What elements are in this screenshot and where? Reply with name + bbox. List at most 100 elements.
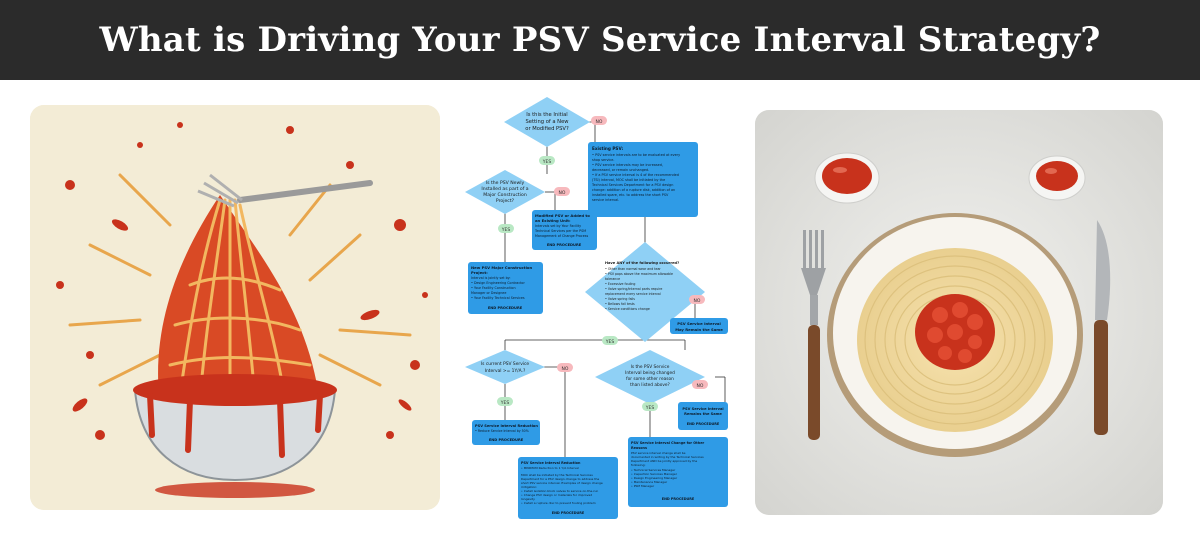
svg-text:• Maintenance Manager: • Maintenance Manager <box>631 480 668 484</box>
svg-text:PSV service interval change sh: PSV service interval change shall be <box>631 451 686 455</box>
tomato-sauce-mound <box>915 294 995 370</box>
title-banner: What is Driving Your PSV Service Interva… <box>0 0 1200 80</box>
svg-text:• Bellows fail tests: • Bellows fail tests <box>605 302 635 306</box>
svg-text:PSV Service Interval Reduction: PSV Service Interval Reduction <box>475 424 538 428</box>
svg-text:Project:: Project: <box>471 270 488 275</box>
psv-interval-flowchart: Is this the Initial Setting of a New or … <box>460 92 745 542</box>
new-psv-box: New PSV Major Construction Project: Inte… <box>468 262 543 314</box>
svg-text:change: addition of a rupture: change: addition of a rupture disk, addi… <box>592 188 675 192</box>
svg-text:Remains the Same: Remains the Same <box>684 412 722 416</box>
svg-text:(TSI) interval, MOC shall be i: (TSI) interval, MOC shall be initiated b… <box>592 178 665 182</box>
modified-psv-box: Modified PSV or Added to an Existing Uni… <box>532 210 597 250</box>
decision-have-any-occurred: Have ANY of the following occurred? • Ot… <box>585 242 705 342</box>
remains-same-box: PSV Service Interval Remains the Same EN… <box>678 402 728 430</box>
svg-text:for some other reason: for some other reason <box>626 376 674 382</box>
svg-text:MOC shall be initiated by the: MOC shall be initiated by the Technical … <box>521 473 593 477</box>
yes-pill: YES <box>539 156 555 165</box>
sauce-cup-right <box>1028 155 1086 201</box>
svg-text:• Design Engineering Manager: • Design Engineering Manager <box>631 476 678 480</box>
svg-text:END PROCEDURE: END PROCEDURE <box>488 306 523 310</box>
svg-text:• Your Facility Technical Serv: • Your Facility Technical Services <box>471 296 525 300</box>
svg-text:shop service.: shop service. <box>592 158 614 162</box>
fork-icon <box>801 230 826 440</box>
svg-text:END PROCEDURE: END PROCEDURE <box>489 438 524 442</box>
svg-text:Interval being changed: Interval being changed <box>625 370 675 376</box>
svg-text:tolerance: tolerance <box>605 277 620 281</box>
decision-text: Setting of a New <box>525 119 569 125</box>
no-pill: NO <box>557 363 573 372</box>
yes-pill: YES <box>602 336 618 345</box>
svg-text:Technical Services per the PSM: Technical Services per the PSM <box>534 229 586 233</box>
svg-text:• Excessive fouling: • Excessive fouling <box>605 282 635 286</box>
svg-text:PSV Service Interval: PSV Service Interval <box>682 407 723 411</box>
existing-psv-box: Existing PSV: • PSV service intervals ar… <box>588 142 698 217</box>
svg-text:• Install a rupture disc to pr: • Install a rupture disc to prevent foul… <box>521 501 596 505</box>
svg-text:• Design Engineering Contracto: • Design Engineering Contractor <box>471 281 525 285</box>
yes-pill: YES <box>642 402 658 411</box>
svg-text:than listed above?: than listed above? <box>630 382 670 388</box>
svg-text:an Existing Unit:: an Existing Unit: <box>535 218 571 223</box>
no-pill: NO <box>554 187 570 196</box>
svg-text:May Remain the Same: May Remain the Same <box>675 327 723 332</box>
sauce-cup-left <box>814 152 880 204</box>
svg-text:service interval.: service interval. <box>592 198 619 202</box>
svg-text:END PROCEDURE: END PROCEDURE <box>552 511 585 515</box>
svg-text:• Service conditions change: • Service conditions change <box>605 307 650 311</box>
fork-icon <box>197 173 373 208</box>
svg-text:Department for a PSV design ch: Department for a PSV design change to ad… <box>521 477 599 481</box>
svg-text:• MINIMUM Reduction to 1 Y/A I: • MINIMUM Reduction to 1 Y/A Interval <box>521 466 579 470</box>
svg-text:Management of Change Process: Management of Change Process <box>535 234 588 238</box>
plated-spaghetti-illustration <box>755 110 1163 515</box>
svg-text:• Inspection Services Manager: • Inspection Services Manager <box>631 472 678 476</box>
interval-reduction-box: PSV Service Interval Reduction • Reduce … <box>472 420 540 445</box>
svg-text:• PSM Manager: • PSM Manager <box>631 484 655 488</box>
no-pill: NO <box>692 380 708 389</box>
svg-text:PSV Service Interval Reduction: PSV Service Interval Reduction <box>521 461 581 465</box>
svg-text:NO: NO <box>697 383 704 389</box>
svg-text:Reasons: Reasons <box>631 446 647 450</box>
svg-text:• If a PSV service interval is: • If a PSV service interval is 4 of the … <box>592 173 679 177</box>
svg-text:YES: YES <box>645 405 655 411</box>
svg-text:PSV Service Interval Change fo: PSV Service Interval Change for Other <box>631 441 705 445</box>
svg-text:Intervals set by Your Facility: Intervals set by Your Facility <box>535 224 581 228</box>
svg-text:Existing PSV:: Existing PSV: <box>592 146 624 151</box>
svg-text:• Your Facility Construction: • Your Facility Construction <box>471 286 516 290</box>
svg-text:New PSV Major Construction: New PSV Major Construction <box>471 265 533 270</box>
svg-text:YES: YES <box>605 339 615 345</box>
page-title: What is Driving Your PSV Service Interva… <box>99 20 1101 60</box>
svg-text:YES: YES <box>500 400 510 406</box>
decision-other-reason: Is the PSV Service Interval being change… <box>595 350 705 404</box>
decision-newly-installed: Is the PSV Newly Installed as part of a … <box>465 170 545 214</box>
decision-initial-setting: Is this the Initial Setting of a New or … <box>504 97 590 147</box>
svg-text:• Install isolation block valv: • Install isolation block valves to serv… <box>521 489 598 493</box>
decision-text: or Modified PSV? <box>525 126 569 132</box>
svg-text:mitigation:: mitigation: <box>521 485 537 489</box>
yes-pill: YES <box>498 224 514 233</box>
remain-same-box: PSV Service Interval May Remain the Same <box>670 318 728 334</box>
svg-text:replacement every service inte: replacement every service interval <box>605 292 661 296</box>
svg-text:Major Construction: Major Construction <box>483 192 527 198</box>
svg-text:Interval >= 1Y/A.?: Interval >= 1Y/A.? <box>485 368 526 374</box>
svg-text:• Technical Services Manager: • Technical Services Manager <box>631 468 676 472</box>
svg-text:Is the PSV Service: Is the PSV Service <box>631 364 670 370</box>
yes-pill: YES <box>497 397 513 406</box>
svg-text:short PSV service interval. Ex: short PSV service interval. Examples of … <box>521 481 603 485</box>
svg-text:documented in writing by the T: documented in writing by the Technical S… <box>631 455 704 459</box>
svg-text:• Valve spring/internal parts: • Valve spring/internal parts require <box>605 287 662 291</box>
svg-text:• PSV service intervals are to: • PSV service intervals are to be evalua… <box>592 153 680 157</box>
minimum-reduction-box: PSV Service Interval Reduction • MINIMUM… <box>518 457 618 519</box>
svg-text:• PSV pops above the maximum a: • PSV pops above the maximum allowable <box>605 272 673 276</box>
svg-text:Project?: Project? <box>496 198 515 204</box>
no-pill: NO <box>591 116 607 125</box>
svg-text:• Change PSV design or materia: • Change PSV design or materials for imp… <box>521 493 592 497</box>
flowchart-diagram: Is this the Initial Setting of a New or … <box>465 97 728 519</box>
no-pill: NO <box>689 295 705 304</box>
svg-text:Is current PSV Service: Is current PSV Service <box>481 361 530 367</box>
svg-text:• PSV service intervals may be: • PSV service intervals may be increased… <box>592 163 663 167</box>
svg-text:END PROCEDURE: END PROCEDURE <box>662 497 695 501</box>
svg-text:NO: NO <box>596 119 603 125</box>
svg-text:following:: following: <box>631 463 646 467</box>
chaotic-spaghetti-image <box>30 105 440 510</box>
svg-text:Modified PSV or Added to: Modified PSV or Added to <box>535 213 590 218</box>
svg-text:installed spare, etc. to addre: installed spare, etc. to address the sho… <box>592 193 669 197</box>
